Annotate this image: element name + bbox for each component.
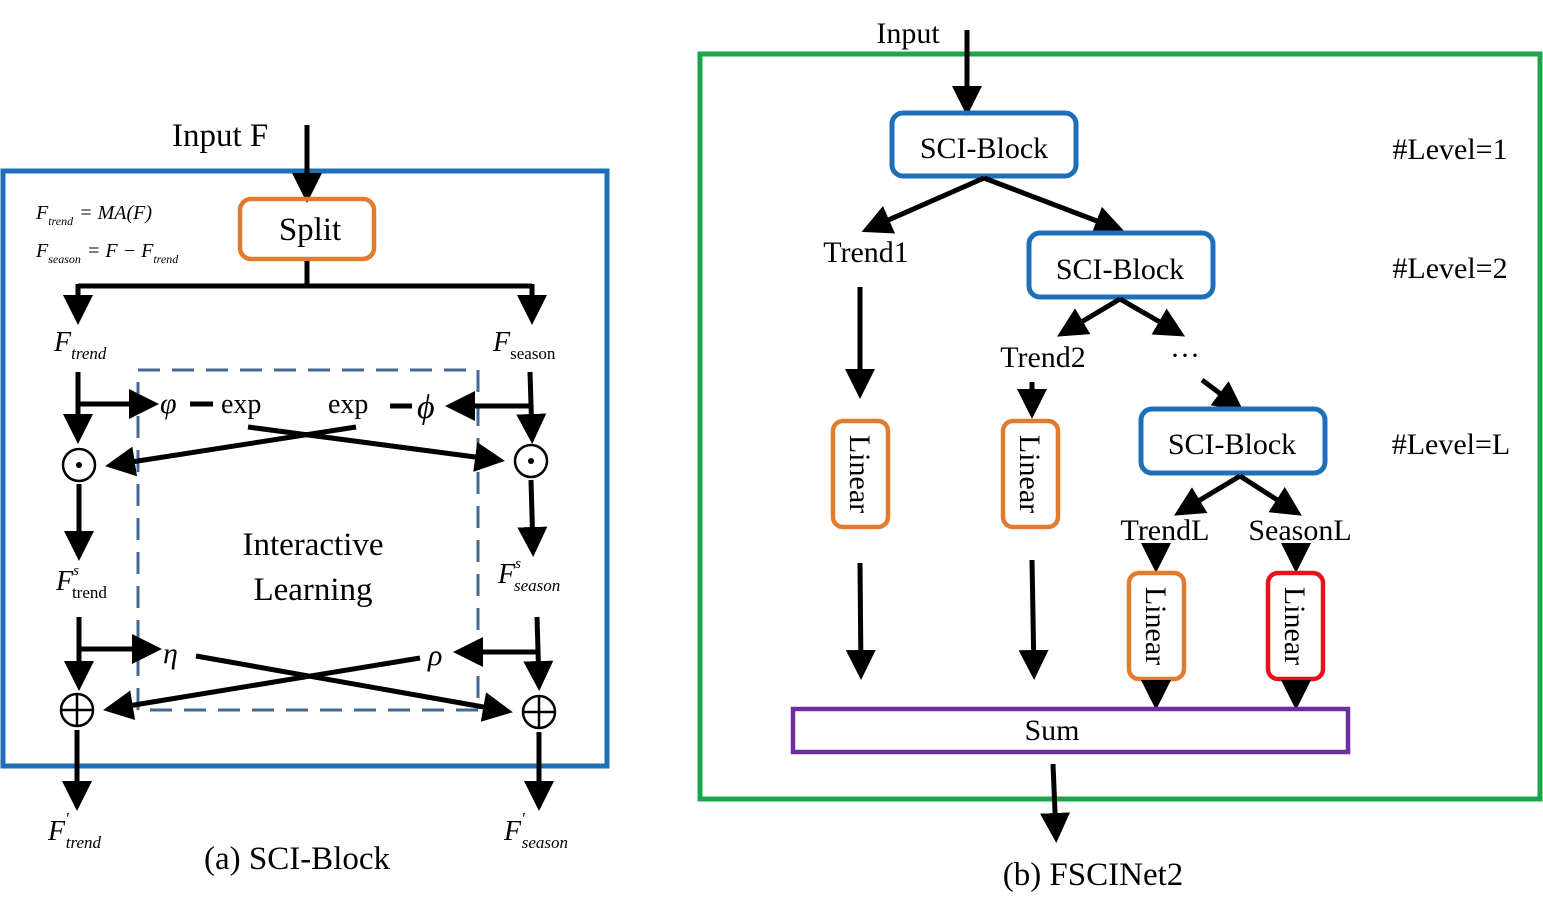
linear-label-trend2: Linear: [1013, 435, 1046, 513]
odot-right: [513, 443, 549, 479]
f-trend-label: Ftrend: [53, 327, 107, 363]
sum-box: [790, 706, 1351, 755]
linear-trend1-to-sum-arrow: [845, 562, 876, 680]
exp-left-to-right-odot-arrow: [247, 424, 505, 472]
levelL-label: #Level=L: [1392, 428, 1511, 461]
lL-to-seasonL-arrow: [1238, 473, 1302, 516]
sci-block-level2-label: SCI-Block: [1056, 253, 1184, 286]
seasonL-label: SeasonL: [1248, 514, 1351, 547]
panel-a-sci-block: Input F Split Ftrend= MA(F) Fseason= F −…: [0, 118, 610, 877]
sci-block-level2: [1026, 230, 1216, 300]
sci-block-levelL: [1138, 406, 1328, 476]
f-prime-season-label: F'season: [503, 809, 568, 852]
input-f-label: Input F: [172, 118, 268, 154]
rho-symbol: ρ: [427, 639, 442, 672]
l1-to-trend1-arrow: [861, 175, 986, 234]
exp-right-to-left-odot-arrow: [105, 424, 357, 477]
ellipsis-label: ···: [1170, 339, 1200, 372]
odot-left: [61, 447, 97, 483]
fscinet-outer-frame: [697, 51, 1543, 802]
caption-a: (a) SCI-Block: [204, 841, 391, 877]
level1-label: #Level=1: [1392, 133, 1507, 166]
sci-block-level1-label: SCI-Block: [920, 132, 1048, 165]
trend2-label: Trend2: [1000, 341, 1086, 374]
phi-left-symbol: φ: [160, 387, 177, 420]
caption-b: (b) FSCINet2: [1003, 857, 1184, 893]
sum-label: Sum: [1024, 714, 1079, 747]
f-season-label: Fseason: [492, 327, 556, 363]
linear-label-trendL: Linear: [1139, 587, 1172, 665]
exp-left-label: exp: [221, 389, 261, 420]
linear-box-seasonL: [1265, 570, 1326, 682]
formula-season: Fseason= F − Ftrend: [35, 240, 179, 266]
odot-right-dot: [528, 458, 534, 464]
odot-left-dot: [76, 462, 82, 468]
level2-label: #Level=2: [1392, 252, 1507, 285]
trend1-label: Trend1: [823, 236, 909, 269]
ellipsis-to-levelL-arrow: [1200, 378, 1244, 412]
sum-out-arrow: [1040, 763, 1071, 843]
input-label-b: Input: [876, 17, 940, 50]
interactive-learning-line2: Learning: [253, 572, 372, 608]
linear-box-trendL: [1126, 570, 1187, 682]
season-to-odot-arrow: [516, 371, 547, 444]
lL-to-trendL-arrow: [1173, 473, 1242, 516]
panel-b-fscinet2: Input SCI-Block #Level=1 Trend1 SCI-Bloc…: [697, 17, 1543, 893]
linear-trend2-to-sum-arrow: [1018, 559, 1049, 680]
l2-to-ellipsis-arrow: [1118, 296, 1186, 337]
eta-symbol: η: [163, 637, 178, 670]
interactive-learning-region: [136, 368, 480, 712]
split-label: Split: [279, 212, 341, 248]
fs-season-to-oplus-arrow: [523, 616, 554, 691]
linear-box-trend2: [1000, 418, 1061, 530]
sci-block-level1: [889, 110, 1079, 179]
interactive-learning-line1: Interactive: [242, 527, 383, 563]
exp-right-label: exp: [328, 389, 368, 420]
linear-label-trend1: Linear: [843, 435, 876, 513]
rho-to-left-oplus-arrow: [103, 655, 421, 721]
phi-right-symbol: ϕ: [417, 389, 435, 426]
f-prime-trend-label: F'trend: [47, 809, 102, 852]
linear-box-trend1: [830, 418, 891, 530]
linear-label-seasonL: Linear: [1278, 587, 1311, 665]
formula-trend: Ftrend= MA(F): [35, 202, 152, 228]
eta-to-right-oplus-arrow: [195, 653, 513, 722]
l2-to-trend2-arrow: [1056, 296, 1122, 337]
sci-block-levelL-label: SCI-Block: [1168, 428, 1296, 461]
split-box: [237, 196, 377, 262]
trendL-label: TrendL: [1121, 514, 1210, 547]
odot-right-down-arrow: [517, 479, 548, 557]
l1-to-l2-arrow: [983, 175, 1125, 235]
